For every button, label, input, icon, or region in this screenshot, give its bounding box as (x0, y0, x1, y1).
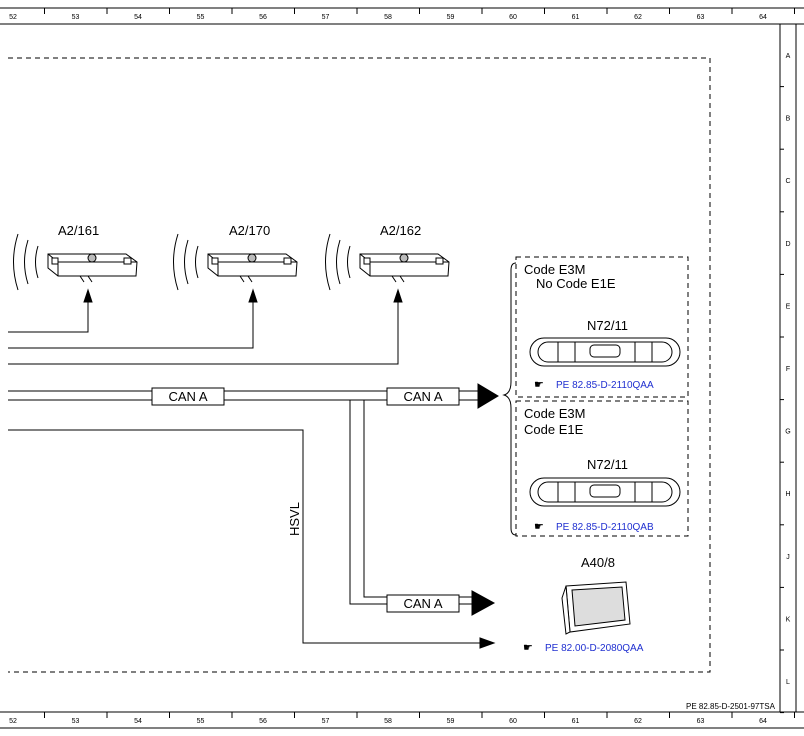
signal-line-a2-170 (8, 288, 258, 349)
can-a-bus-lines (8, 383, 499, 616)
ruler-column-label: 62 (634, 14, 642, 21)
ruler-column-label: 57 (322, 14, 330, 21)
ruler-column-label: 58 (384, 718, 392, 725)
radio-waves-icon (13, 233, 39, 291)
ruler-column-label: 52 (9, 14, 17, 21)
can-a-label-3: CAN A (403, 596, 442, 611)
transmitter-unit-icon (207, 253, 298, 283)
ruler-column-label: 57 (322, 718, 330, 725)
ruler-column-label: 64 (759, 14, 767, 21)
module-label-n72-11-top: N72/11 (587, 318, 628, 333)
ruler-row-label: J (786, 554, 790, 561)
ruler-row-label: E (786, 303, 791, 310)
reference-text-2110qab: PE 82.85-D-2110QAB (556, 522, 654, 533)
variant-bottom-code-line1: Code E3M (524, 406, 585, 421)
variant-box-bottom: Code E3M Code E1E N72/11 ☛ PE 82.85-D-21… (515, 400, 689, 537)
module-a2-162[interactable]: A2/162 (325, 223, 450, 291)
reference-link-2110qaa[interactable]: ☛ PE 82.85-D-2110QAA (534, 379, 654, 391)
can-a-label-2: CAN A (403, 389, 442, 404)
module-a40-8[interactable]: A40/8 (561, 555, 631, 635)
ruler-column-label: 63 (697, 14, 705, 21)
variant-bottom-code-line2: Code E1E (524, 422, 584, 437)
module-a2-161[interactable]: A2/161 (13, 223, 138, 291)
ruler-column-label: 58 (384, 14, 392, 21)
ruler-column-label: 61 (572, 718, 580, 725)
footer-document-code: PE 82.85-D-2501-97TSA (686, 702, 776, 711)
radio-waves-icon (173, 233, 199, 291)
overhead-control-panel-icon (529, 337, 681, 367)
ruler-column-label: 56 (259, 14, 267, 21)
transmitter-unit-icon (47, 253, 138, 283)
pointing-hand-icon: ☛ (534, 521, 544, 533)
ruler-column-label: 59 (447, 14, 455, 21)
ruler-column-label: 63 (697, 718, 705, 725)
module-label-n72-11-bottom: N72/11 (587, 457, 628, 472)
module-label-a2-162: A2/162 (380, 223, 421, 238)
variant-top-code-line2: No Code E1E (536, 276, 616, 291)
module-label-a40-8: A40/8 (581, 555, 615, 570)
reference-text-2080qaa: PE 82.00-D-2080QAA (545, 643, 644, 654)
signal-line-a2-162 (8, 288, 403, 365)
variant-bracket (502, 262, 517, 536)
pointing-hand-icon: ☛ (534, 379, 544, 391)
system-boundary-frame (8, 57, 711, 673)
can-a-label-1: CAN A (168, 389, 207, 404)
right-row-ruler: A B C D E F G H J K L (780, 23, 797, 714)
hsvl-line (8, 429, 496, 649)
ruler-row-label: A (786, 53, 791, 60)
ruler-row-label: G (785, 429, 790, 436)
variant-top-code-line1: Code E3M (524, 262, 585, 277)
reference-text-2110qaa: PE 82.85-D-2110QAA (556, 380, 654, 391)
module-a2-170[interactable]: A2/170 (173, 223, 298, 291)
module-label-a2-170: A2/170 (229, 223, 270, 238)
ruler-column-label: 55 (197, 718, 205, 725)
hsvl-label: HSVL (287, 502, 302, 536)
can-a-label-box-1: CAN A (151, 387, 225, 406)
reference-link-2080qaa[interactable]: ☛ PE 82.00-D-2080QAA (523, 642, 644, 654)
ruler-column-label: 55 (197, 14, 205, 21)
reference-link-2110qab[interactable]: ☛ PE 82.85-D-2110QAB (534, 521, 654, 533)
variant-box-top: Code E3M No Code E1E N72/11 ☛ PE 82.85-D… (515, 256, 689, 398)
ruler-column-label: 52 (9, 718, 17, 725)
signal-line-a2-161 (8, 288, 93, 333)
ruler-column-label: 62 (634, 718, 642, 725)
ruler-column-label: 54 (134, 718, 142, 725)
ruler-row-label: C (785, 178, 790, 185)
ruler-column-label: 56 (259, 718, 267, 725)
can-a-label-box-2: CAN A (386, 387, 460, 406)
ruler-column-label: 54 (134, 14, 142, 21)
ruler-row-label: D (785, 241, 790, 248)
transmitter-unit-icon (359, 253, 450, 283)
ruler-row-label: F (786, 366, 790, 373)
ruler-row-label: H (785, 491, 790, 498)
display-unit-icon (561, 581, 631, 635)
ruler-row-label: K (786, 616, 791, 623)
ruler-column-label: 64 (759, 718, 767, 725)
ruler-column-label: 53 (72, 718, 80, 725)
module-label-a2-161: A2/161 (58, 223, 99, 238)
ruler-column-label: 59 (447, 718, 455, 725)
radio-waves-icon (325, 233, 351, 291)
overhead-control-panel-icon (529, 477, 681, 507)
top-column-ruler: 52 53 54 55 56 57 58 59 60 61 62 63 64 (0, 7, 804, 25)
ruler-column-label: 53 (72, 14, 80, 21)
ruler-column-label: 60 (509, 718, 517, 725)
can-a-label-box-3: CAN A (386, 594, 460, 613)
ruler-row-label: B (786, 116, 791, 123)
ruler-column-label: 61 (572, 14, 580, 21)
ruler-row-label: L (786, 679, 790, 686)
bottom-column-ruler: 52 53 54 55 56 57 58 59 60 61 62 63 64 (0, 711, 804, 729)
pointing-hand-icon: ☛ (523, 642, 533, 654)
ruler-column-label: 60 (509, 14, 517, 21)
